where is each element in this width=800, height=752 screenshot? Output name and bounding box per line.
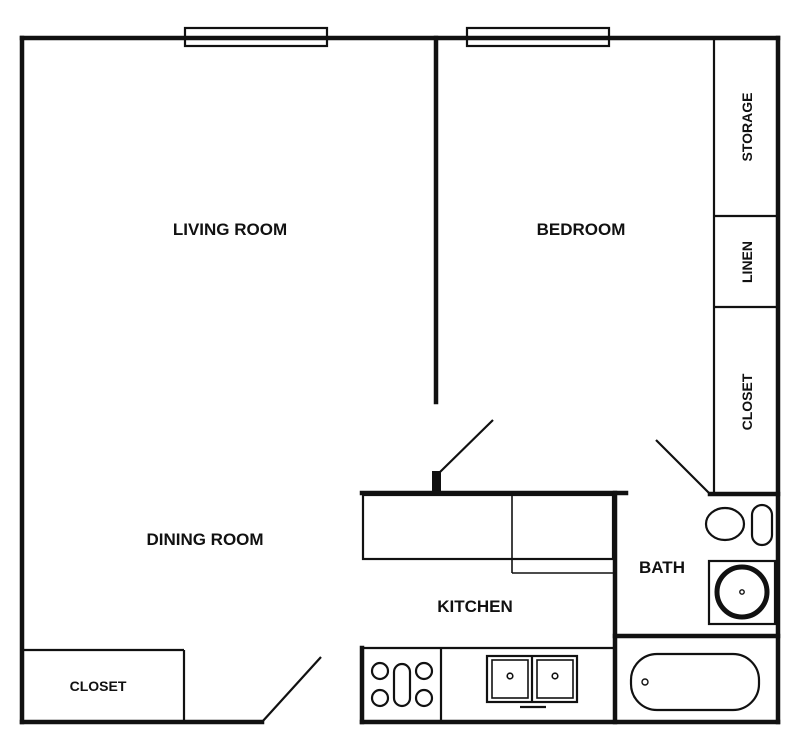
label-kitchen: KITCHEN <box>437 597 513 616</box>
bathtub-icon <box>629 652 761 712</box>
sink-icon <box>707 559 777 626</box>
stove-icon <box>370 648 443 722</box>
bedroom-door <box>439 419 494 473</box>
label-storage: STORAGE <box>739 93 755 162</box>
label-dining-room: DINING ROOM <box>146 530 263 549</box>
label-bedroom: BEDROOM <box>537 220 626 239</box>
closet-column <box>712 38 778 494</box>
outer-walls <box>19 35 781 725</box>
door-jamb <box>432 471 441 493</box>
entry-closet <box>22 648 186 722</box>
counter-peninsula <box>361 493 615 561</box>
label-closet-main: CLOSET <box>70 678 127 694</box>
window-bedroom <box>465 26 611 48</box>
kitchen-sink-icon <box>485 654 579 709</box>
bath-door <box>655 439 711 495</box>
label-closet-bedroom: CLOSET <box>739 373 755 430</box>
window-living <box>183 26 329 48</box>
label-bath: BATH <box>639 558 685 577</box>
toilet-icon <box>704 503 774 547</box>
label-living-room: LIVING ROOM <box>173 220 287 239</box>
entry-door <box>261 656 322 723</box>
label-linen: LINEN <box>739 241 755 283</box>
